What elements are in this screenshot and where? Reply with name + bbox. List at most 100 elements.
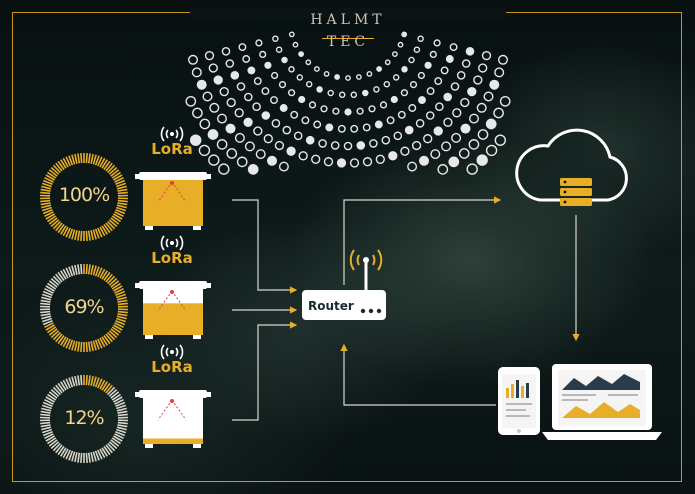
pattern-dot — [282, 125, 292, 135]
gauge-tick — [52, 220, 61, 230]
gauge-tick — [116, 182, 127, 188]
gauge-tick — [110, 439, 120, 447]
gauge-tick — [117, 313, 128, 317]
pattern-dot — [499, 95, 511, 107]
gauge-tick — [52, 442, 61, 452]
gauge-tick — [80, 230, 83, 241]
gauge-tick — [111, 437, 121, 445]
pattern-dot — [238, 43, 247, 52]
gauge-tick — [117, 202, 128, 206]
gauge-tick — [40, 202, 51, 206]
pattern-dot — [469, 113, 480, 124]
gauge-tick — [114, 322, 124, 329]
pattern-dot — [252, 102, 261, 111]
gauge-tick — [65, 267, 71, 278]
pattern-dot — [350, 91, 358, 99]
gauge-tick — [47, 171, 57, 179]
gauge-tick — [57, 271, 65, 281]
pattern-dot — [404, 125, 414, 135]
gauge-tick — [71, 154, 76, 165]
pattern-dot — [323, 157, 334, 167]
pattern-dot — [236, 82, 246, 91]
pattern-dot — [259, 50, 267, 59]
pattern-dot — [350, 124, 359, 133]
pattern-dot — [418, 96, 426, 105]
gauge-tick — [111, 393, 121, 401]
gauge-tick — [41, 185, 52, 190]
gauge-tick — [116, 407, 127, 412]
gauge-label-2: 69% — [64, 296, 104, 318]
gauge-tick — [48, 169, 58, 177]
pattern-dot — [450, 82, 460, 91]
gauge-tick — [65, 449, 71, 460]
gauge-tick — [103, 335, 111, 345]
pattern-dot — [461, 59, 471, 68]
gauge-tick — [110, 217, 120, 225]
gauge-tick — [116, 293, 127, 299]
gauge-tick — [111, 171, 121, 179]
gauge-tick — [108, 441, 118, 449]
gauge-tick — [116, 315, 127, 320]
pattern-dot — [452, 108, 462, 118]
gauge-tick — [85, 264, 88, 275]
gauge-tick — [44, 176, 54, 183]
gauge-tick — [62, 226, 69, 237]
waste-bin — [135, 126, 211, 230]
gauge-tick — [90, 264, 94, 275]
gauge-tick — [40, 310, 51, 314]
pattern-dot — [323, 71, 330, 77]
pattern-dot — [468, 139, 480, 150]
pattern-dot — [381, 135, 391, 145]
gauge-tick — [55, 273, 63, 283]
gauge-tick — [115, 430, 126, 437]
gauge-tick — [110, 391, 120, 399]
pattern-dot — [225, 123, 236, 134]
gauge-tick — [101, 225, 108, 235]
pattern-dot — [417, 35, 424, 42]
pattern-dot — [456, 71, 466, 80]
gauge-tick — [87, 153, 91, 164]
bin-fill-level — [143, 438, 203, 444]
gauge-tick — [80, 153, 83, 164]
pattern-dot — [298, 151, 308, 161]
pattern-dot — [448, 156, 460, 168]
gauge-tick — [99, 337, 106, 348]
pattern-dot — [449, 43, 458, 52]
pattern-dot — [261, 87, 270, 96]
pattern-dot — [401, 31, 408, 38]
pattern-dot — [344, 108, 352, 116]
pattern-dot — [196, 79, 207, 90]
pattern-dot — [279, 104, 288, 112]
gauge-tick — [62, 379, 69, 390]
gauge-tick — [99, 268, 106, 279]
gauge-tick — [65, 378, 71, 389]
gauge-tick — [68, 228, 74, 239]
gauge-tick — [74, 341, 78, 352]
gauge-tick — [94, 155, 100, 166]
pattern-dot — [264, 61, 272, 69]
pattern-dot — [437, 164, 449, 175]
pattern-dot — [234, 108, 244, 118]
pattern-dot — [278, 161, 289, 172]
pattern-dot — [373, 86, 380, 93]
pattern-dot — [362, 89, 369, 97]
gauge-tick — [94, 377, 100, 388]
gauge-tick — [87, 375, 91, 386]
gauge-tick — [48, 328, 58, 336]
waste-bins — [135, 126, 211, 448]
pattern-dot — [343, 141, 353, 151]
pattern-dot — [305, 59, 312, 66]
gauge-tick — [60, 336, 67, 346]
pattern-dot — [434, 77, 443, 86]
pattern-dot — [423, 134, 433, 144]
pattern-dot — [320, 105, 328, 113]
gauge-tick — [77, 452, 81, 463]
pattern-dot — [292, 41, 299, 48]
gauge-tick — [50, 167, 60, 175]
gauge-tick — [74, 153, 78, 164]
gauge-tick — [47, 326, 57, 334]
connection-lines — [232, 196, 580, 421]
gauge-tick — [42, 179, 53, 186]
link-devices-router — [340, 343, 496, 406]
gauge-label-3: 12% — [64, 407, 104, 429]
